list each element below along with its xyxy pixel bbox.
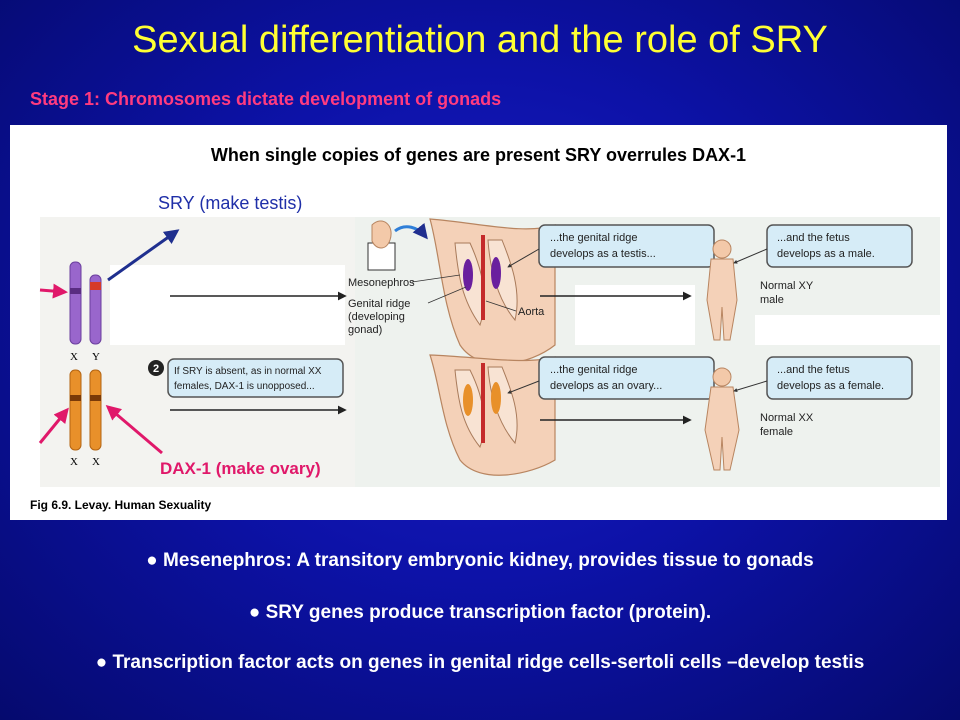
svg-text:2: 2 <box>153 363 159 375</box>
label-x1-row2: X <box>70 456 78 468</box>
leader-genital-ridge <box>427 286 467 304</box>
svg-text:If SRY is absent, as in normal: If SRY is absent, as in normal XX <box>174 366 322 377</box>
svg-text:develops as an ovary...: develops as an ovary... <box>550 380 662 392</box>
embryo-illustration-row1 <box>367 218 556 365</box>
chromosome-x2-row2 <box>89 369 102 451</box>
pointer-arrow-x1-row2 <box>38 407 69 444</box>
callout-female: ...and the fetus develops as a female. <box>733 356 913 400</box>
bullet-sry-genes: ● SRY genes produce transcription factor… <box>248 602 712 623</box>
chromosome-x1-row2 <box>69 369 82 451</box>
female-fetus-figure <box>704 367 740 471</box>
label-aorta: Aorta <box>518 306 545 318</box>
label-normal-xy: Normal XY <box>760 280 814 292</box>
label-female: female <box>760 426 793 438</box>
svg-text:females, DAX-1 is unopposed...: females, DAX-1 is unopposed... <box>174 381 315 392</box>
label-male: male <box>760 294 784 306</box>
embryo-illustration-row2 <box>429 354 556 476</box>
label-normal-xx: Normal XX <box>760 412 814 424</box>
figure-panel: When single copies of genes are present … <box>10 125 947 520</box>
bullet-transcription-factor: ● Transcription factor acts on genes in … <box>95 652 865 673</box>
leader-mesonephros <box>411 274 461 283</box>
svg-text:...the genital ridge: ...the genital ridge <box>550 232 637 244</box>
svg-text:develops as a testis...: develops as a testis... <box>550 248 656 260</box>
label-x-row1: X <box>70 351 78 363</box>
callout-male: ...and the fetus develops as a male. <box>733 224 913 268</box>
figure-caption: Fig 6.9. Levay. Human Sexuality <box>30 498 212 512</box>
svg-text:develops as a male.: develops as a male. <box>777 248 875 260</box>
label-genital-ridge-3: gonad) <box>348 324 382 336</box>
stage-heading: Stage 1: Chromosomes dictate development… <box>30 89 502 109</box>
chromosome-x-row1 <box>69 261 82 345</box>
chromosome-y-row1 <box>89 274 102 345</box>
leader-aorta <box>485 300 517 312</box>
label-y-row1: Y <box>92 351 100 363</box>
sry-label: SRY (make testis) <box>158 193 303 213</box>
callout-ovary: ...the genital ridge develops as an ovar… <box>507 356 715 400</box>
figure-heading: When single copies of genes are present … <box>210 145 747 165</box>
callout-testis: ...the genital ridge develops as a testi… <box>507 224 715 268</box>
label-mesonephros: Mesonephros <box>348 277 415 289</box>
sry-arrow <box>107 229 180 282</box>
dax-arrow <box>105 405 163 455</box>
differentiation-diagram: X Y Mesonephros Genital ridge (developin… <box>38 217 940 487</box>
label-genital-ridge: Genital ridge <box>348 298 410 310</box>
textbook-background-left <box>40 217 355 487</box>
step-note-row2: 2 If SRY is absent, as in normal XX fema… <box>148 358 344 398</box>
pointer-arrow-x-row1 <box>39 283 68 299</box>
svg-text:...the genital ridge: ...the genital ridge <box>550 364 637 376</box>
slide-title: Sexual differentiation and the role of S… <box>132 19 828 61</box>
svg-text:...and the fetus: ...and the fetus <box>777 364 850 376</box>
svg-text:...and the fetus: ...and the fetus <box>777 232 850 244</box>
bullet-mesenephros: ● Mesenephros: A transitory embryonic ki… <box>146 550 814 571</box>
label-genital-ridge-2: (developing <box>348 311 405 323</box>
dax-label: DAX-1 (make ovary) <box>160 459 321 478</box>
male-fetus-figure <box>706 239 738 341</box>
label-x2-row2: X <box>92 456 100 468</box>
svg-text:develops as a female.: develops as a female. <box>777 380 884 392</box>
